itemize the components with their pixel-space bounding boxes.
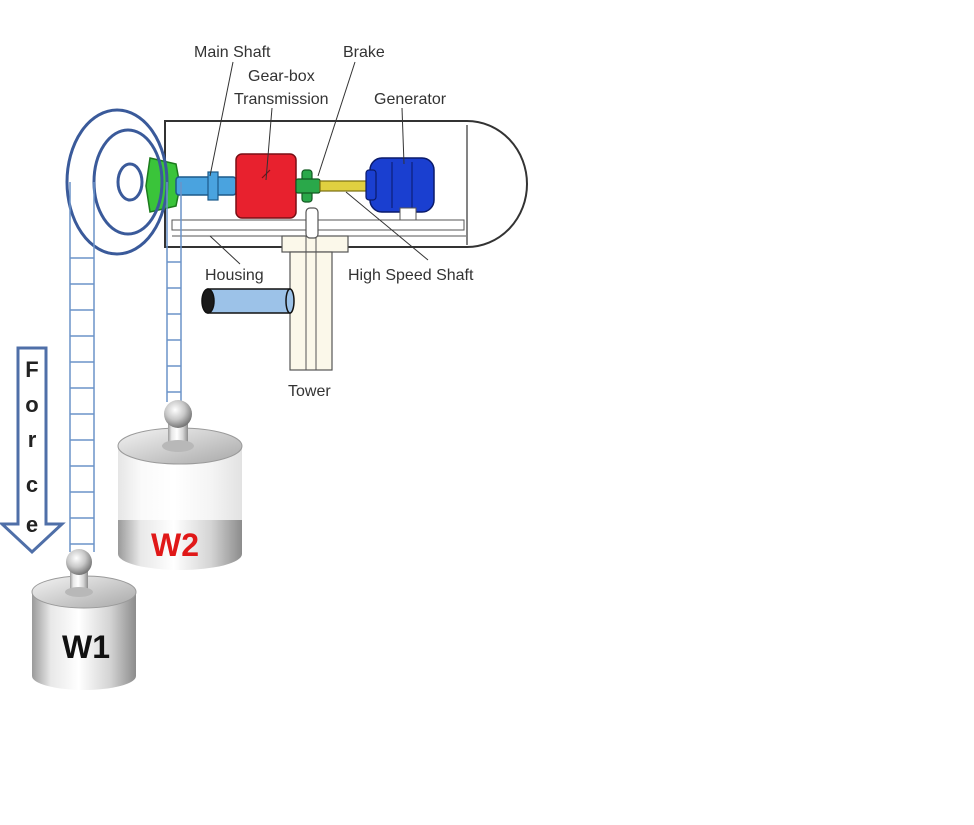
- label-generator: Generator: [374, 91, 447, 108]
- generator-endcap: [365, 169, 377, 201]
- force-letter-5: e: [26, 512, 38, 537]
- generator: [369, 157, 435, 213]
- main-shaft-coupling: [207, 171, 219, 201]
- label-transmission: Transmission: [234, 91, 329, 108]
- gearbox: [235, 153, 297, 219]
- label-high-speed-shaft: High Speed Shaft: [348, 267, 474, 284]
- label-housing: Housing: [205, 267, 264, 284]
- weight-w1-bottom: [32, 662, 136, 690]
- weight-w2-bottom: [118, 538, 242, 570]
- weight-w1-knob: [66, 549, 92, 575]
- brake-hub: [295, 178, 321, 194]
- generator-mount: [399, 207, 417, 221]
- left-rope-rungs: [70, 257, 94, 545]
- leader-lines: [209, 61, 429, 265]
- weight-w2-neck-base: [162, 440, 194, 452]
- force-letter-2: o: [25, 392, 38, 417]
- main-shaft: [175, 176, 237, 196]
- force-letter-4: c: [26, 472, 38, 497]
- tower-yaw-post: [305, 207, 319, 239]
- weight-w2-knob: [164, 400, 192, 428]
- weight-w2: W2: [117, 400, 243, 570]
- pulley-axle-hole: [116, 162, 144, 202]
- label-gear-box: Gear-box: [248, 68, 315, 85]
- weight-w2-label: W2: [151, 527, 199, 563]
- right-rope-rungs: [167, 261, 181, 393]
- weight-w1-neck-base: [65, 587, 93, 597]
- force-letter-1: F: [25, 357, 38, 382]
- drivetrain: [145, 153, 435, 221]
- weight-w1-label: W1: [62, 629, 110, 665]
- label-brake: Brake: [343, 44, 385, 61]
- force-arrow-shape: [0, 346, 66, 555]
- tower-body: [289, 251, 333, 371]
- force-letter-3: r: [28, 427, 37, 452]
- component-labels: Main Shaft Gear-box Transmission Brake G…: [194, 44, 474, 400]
- force-arrow: F o r c e: [0, 346, 66, 555]
- axle-cylinder: [201, 288, 295, 314]
- weight-w1: W1: [31, 549, 137, 690]
- label-tower: Tower: [288, 383, 331, 400]
- left-rope: [69, 182, 95, 552]
- label-main-shaft: Main Shaft: [194, 44, 271, 61]
- high-speed-shaft: [319, 180, 369, 192]
